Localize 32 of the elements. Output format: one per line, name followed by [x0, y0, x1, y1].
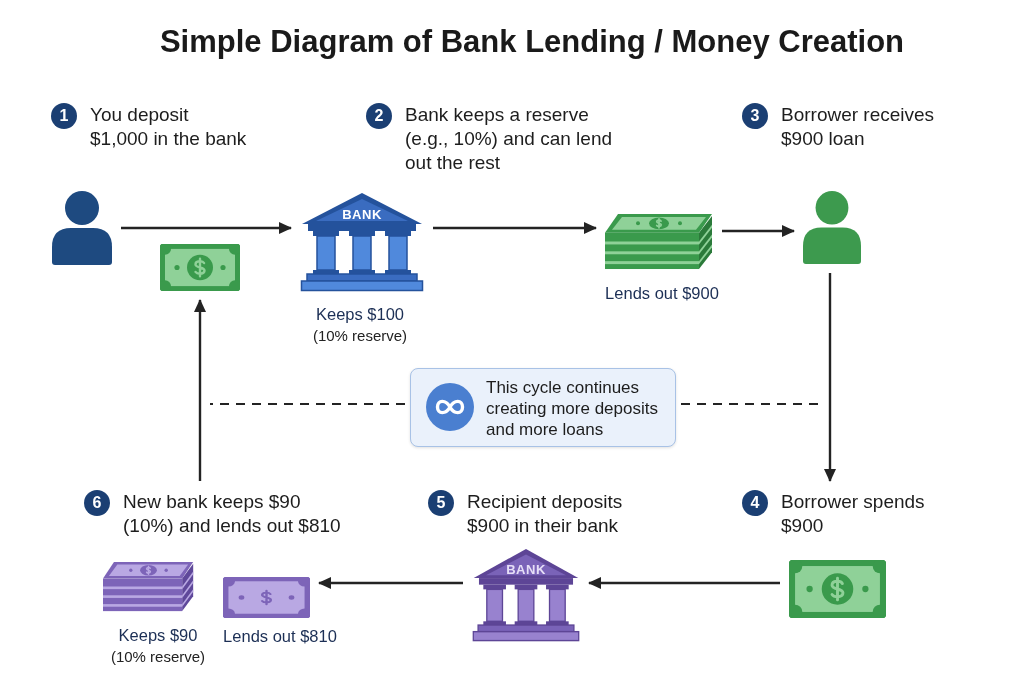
cycle-note-text: This cycle continues creating more deposits and more loans: [486, 377, 659, 440]
arrow: [433, 222, 597, 234]
dashed-line: [210, 402, 405, 406]
step-number-badge: 6: [84, 490, 110, 516]
step-heading: New bank keeps $90 (10%) and lends out $810: [123, 490, 342, 538]
diagram-title: Simple Diagram of Bank Lending / Money Creation: [159, 23, 905, 61]
amount-caption: Lends out $810: [223, 626, 337, 646]
step-heading: Bank keeps a reserve (e.g., 10%) and can lend out the rest: [405, 103, 614, 175]
reserve-note: (10% reserve): [312, 326, 408, 346]
amount-caption: Keeps $100: [315, 304, 405, 324]
step-heading: Borrower spends $900: [781, 490, 926, 538]
arrow: [121, 222, 292, 234]
reserve-note: (10% reserve): [110, 647, 206, 667]
arrow: [318, 577, 463, 589]
arrow: [194, 299, 206, 481]
step-heading: Recipient deposits $900 in their bank: [467, 490, 624, 538]
step-number-badge: 2: [366, 103, 392, 129]
step-heading: You deposit $1,000 in the bank: [90, 103, 248, 151]
step-number-badge: 4: [742, 490, 768, 516]
step-number-badge: 5: [428, 490, 454, 516]
arrow: [588, 577, 780, 589]
bank-sign-label: BANK: [342, 207, 382, 222]
amount-caption: Keeps $90: [118, 625, 198, 645]
arrow: [824, 273, 836, 482]
arrow: [722, 225, 795, 237]
cycle-note-panel: [410, 368, 676, 447]
bank-sign-label: BANK: [506, 562, 546, 577]
step-number-badge: 1: [51, 103, 77, 129]
amount-caption: Lends out $900: [605, 283, 719, 303]
step-number-badge: 3: [742, 103, 768, 129]
dashed-line: [681, 402, 820, 406]
step-heading: Borrower receives $900 loan: [781, 103, 936, 151]
